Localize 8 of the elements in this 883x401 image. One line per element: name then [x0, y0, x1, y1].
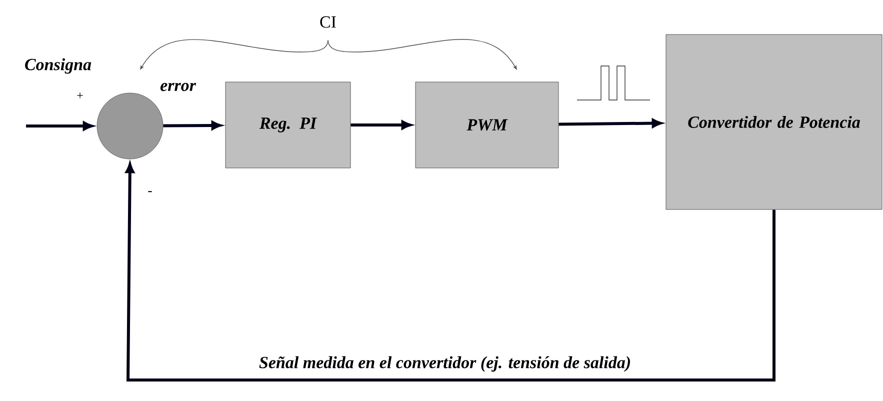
edge-label: error [160, 82, 196, 92]
summing-junction [96, 92, 164, 160]
bracket-label: CI [320, 16, 336, 28]
edge-label: Consigna [25, 58, 92, 74]
block-box: Convertidor de Potencia [666, 34, 882, 210]
block-box: PWM [415, 82, 559, 168]
sign-label: + [77, 92, 83, 98]
block-box: Reg. PI [225, 82, 351, 168]
